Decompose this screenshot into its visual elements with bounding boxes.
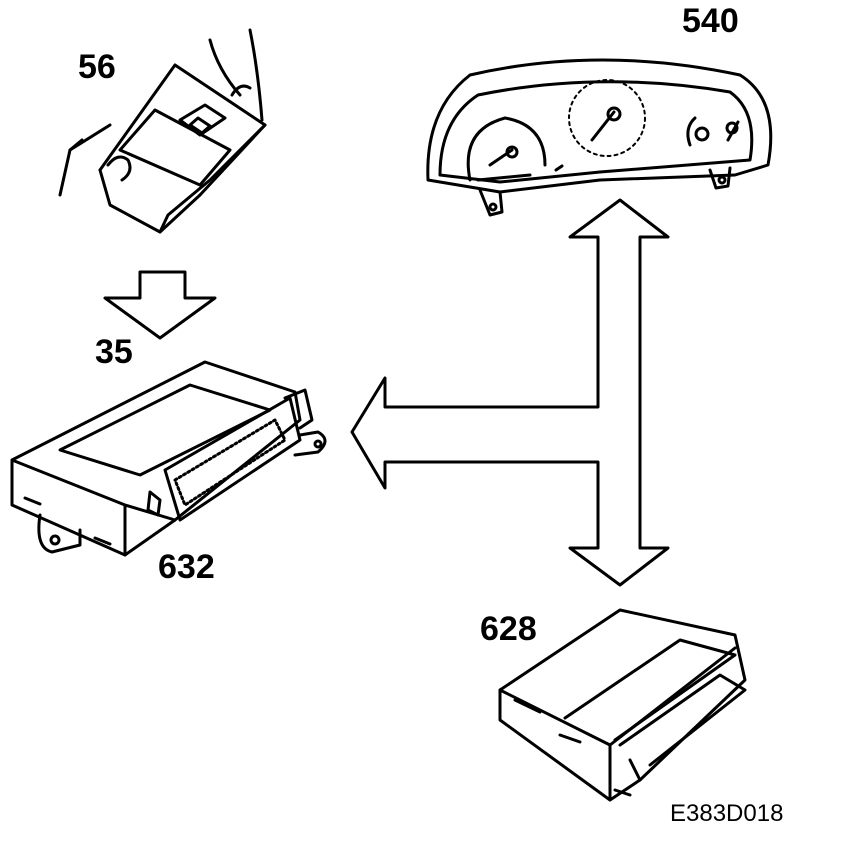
control-module-632-drawing <box>10 360 327 557</box>
instrument-cluster-540-drawing <box>426 58 773 217</box>
control-unit-628-drawing <box>498 608 747 802</box>
network-arrows <box>350 198 670 587</box>
label-628: 628 <box>480 610 537 648</box>
label-540: 540 <box>682 2 739 40</box>
figure-code: E383D018 <box>670 800 784 827</box>
label-632: 632 <box>158 548 215 586</box>
down-arrow <box>103 270 217 340</box>
connector-56-drawing <box>58 28 267 234</box>
label-56: 56 <box>78 48 116 86</box>
label-35: 35 <box>95 333 133 371</box>
